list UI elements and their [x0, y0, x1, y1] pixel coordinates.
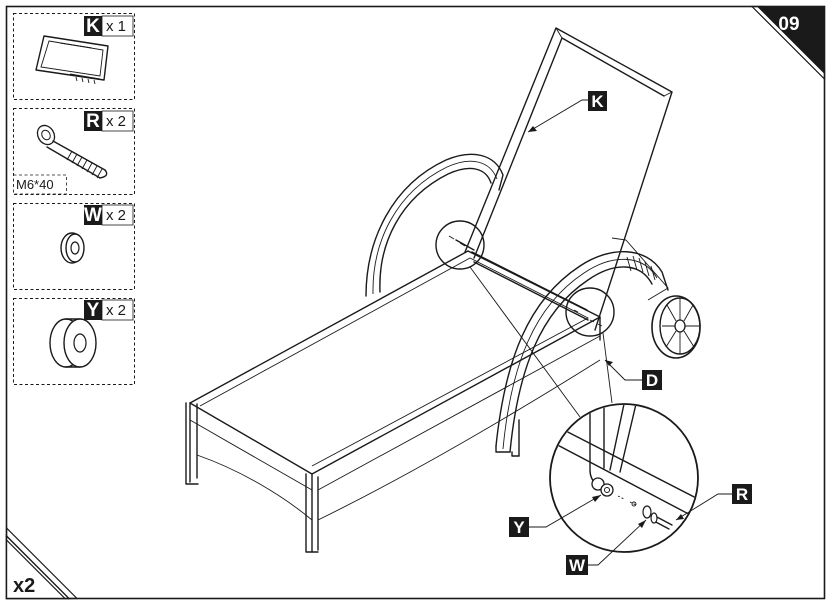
multiplier-badge: x2	[5, 526, 79, 600]
callout-label-k: K	[591, 92, 604, 111]
callout-y: Y	[509, 494, 602, 537]
detail-highlight-left	[435, 220, 485, 270]
bolt-icon	[36, 124, 108, 179]
part-letter-y: Y	[87, 300, 100, 321]
detail-highlight-right	[565, 287, 615, 337]
parts-list: K x 1 R x 2 M6*4	[13, 13, 135, 385]
part-letter-w: W	[84, 205, 102, 226]
spacer-icon	[49, 318, 97, 368]
part-card-r: R x 2 M6*40	[13, 108, 135, 195]
part-qty-k: x 1	[106, 18, 126, 35]
callout-d: D	[604, 359, 662, 390]
callout-label-w: W	[569, 556, 586, 575]
callout-label-r: R	[736, 485, 748, 504]
part-letter-k: K	[86, 16, 100, 37]
callout-w: W	[566, 519, 647, 575]
callout-k: K	[527, 91, 607, 133]
step-number: 09	[778, 14, 799, 35]
callout-label-y: Y	[513, 518, 525, 537]
part-letter-r: R	[86, 111, 100, 132]
flat-washer-icon	[60, 232, 85, 264]
zoom-detail	[549, 403, 699, 553]
backrest-frame-icon	[35, 35, 109, 85]
callout-label-d: D	[646, 371, 658, 390]
multiplier-label: x2	[13, 575, 35, 597]
part-card-y: Y x 2	[13, 298, 135, 385]
part-qty-w: x 2	[106, 207, 126, 224]
sun-lounger-drawing	[185, 27, 701, 553]
part-qty-y: x 2	[106, 302, 126, 319]
part-spec-r: M6*40	[16, 177, 54, 192]
part-qty-r: x 2	[106, 113, 126, 130]
page-frame	[5, 5, 826, 600]
part-card-w: W x 2	[13, 203, 135, 290]
wheel-icon	[651, 295, 701, 359]
step-number-badge: 09	[750, 5, 826, 81]
callout-r: R	[675, 484, 752, 521]
part-card-k: K x 1	[13, 13, 135, 100]
